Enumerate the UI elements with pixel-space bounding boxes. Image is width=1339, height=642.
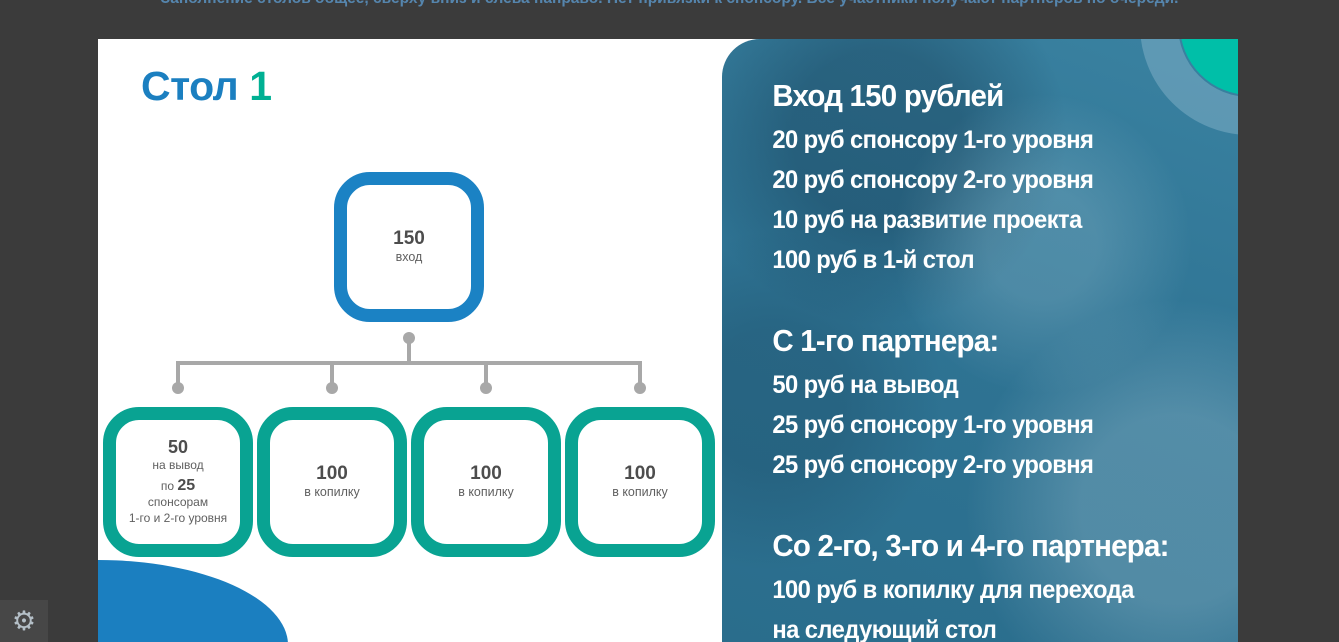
section-heading: Со 2-го, 3-го и 4-го партнера:: [772, 528, 1169, 563]
panel-text: Вход 150 рублей 20 руб спонсору 1-го уро…: [722, 39, 1212, 642]
partner-node-1: 50 на вывод по 25 спонсорам 1-го и 2-го …: [103, 407, 253, 557]
connector-horizontal: [176, 361, 642, 365]
partner-node-2: 100 в копилку: [257, 407, 407, 557]
entry-node-label: вход: [395, 249, 423, 264]
corner-circle-decoration: [98, 560, 288, 642]
partner-node-1-line2: спонсорам: [147, 495, 209, 510]
partner-node-1-line3: 1-го и 2-го уровня: [128, 510, 228, 525]
panel-line: 10 руб на развитие проекта: [772, 206, 1082, 234]
connector-drop-2: [330, 361, 334, 388]
gear-icon: ⚙: [11, 605, 37, 636]
section-heading: С 1-го партнера:: [772, 323, 999, 358]
panel-line: 25 руб спонсору 1-го уровня: [772, 411, 1094, 439]
partner-node-1-line1: на вывод: [152, 457, 204, 472]
title-number: 1: [249, 63, 272, 109]
entry-node-amount: 150: [393, 227, 425, 249]
panel-section-first-partner: С 1-го партнера: 50 руб на вывод 25 руб …: [772, 322, 1193, 485]
partner-node-2-amount: 100: [316, 462, 348, 484]
partner-node-2-label: в копилку: [304, 484, 360, 499]
title-word: Стол: [141, 63, 239, 109]
panel-line: 100 руб в 1-й стол: [772, 246, 975, 274]
partner-node-3-label: в копилку: [458, 484, 514, 499]
panel-line: 20 руб спонсору 1-го уровня: [772, 126, 1094, 154]
section-heading: Вход 150 рублей: [772, 78, 1004, 113]
settings-button[interactable]: ⚙: [0, 600, 48, 642]
partner-node-3-amount: 100: [470, 462, 502, 484]
connector-dot-2: [326, 382, 338, 394]
panel-line: на следующий стол: [772, 616, 997, 642]
partner-node-4-amount: 100: [624, 462, 656, 484]
panel-line: 20 руб спонсору 2-го уровня: [772, 166, 1094, 194]
panel-section-entry: Вход 150 рублей 20 руб спонсору 1-го уро…: [772, 77, 1193, 280]
connector-stem: [407, 338, 411, 365]
panel-line: 100 руб в копилку для перехода: [772, 576, 1134, 604]
partner-node-3: 100 в копилку: [411, 407, 561, 557]
entry-node: 150 вход: [334, 172, 484, 322]
partner-node-1-amount: 50: [167, 436, 189, 457]
connector-dot-1: [172, 382, 184, 394]
slide-notes-caption: Заполнение столов общее, сверху вниз и с…: [0, 0, 1339, 8]
partner-node-1-split: по 25: [160, 477, 196, 495]
panel-line: 25 руб спонсору 2-го уровня: [772, 451, 1094, 479]
info-panel: Вход 150 рублей 20 руб спонсору 1-го уро…: [722, 39, 1238, 642]
connector-drop-4: [638, 361, 642, 388]
partner-node-4: 100 в копилку: [565, 407, 715, 557]
connector-dot-3: [480, 382, 492, 394]
connector-dot-4: [634, 382, 646, 394]
panel-line: 50 руб на вывод: [772, 371, 959, 399]
connector-drop-1: [176, 361, 180, 388]
panel-section-next-partners: Со 2-го, 3-го и 4-го партнера: 100 руб в…: [772, 527, 1193, 642]
connector-drop-3: [484, 361, 488, 388]
partner-node-4-label: в копилку: [612, 484, 668, 499]
